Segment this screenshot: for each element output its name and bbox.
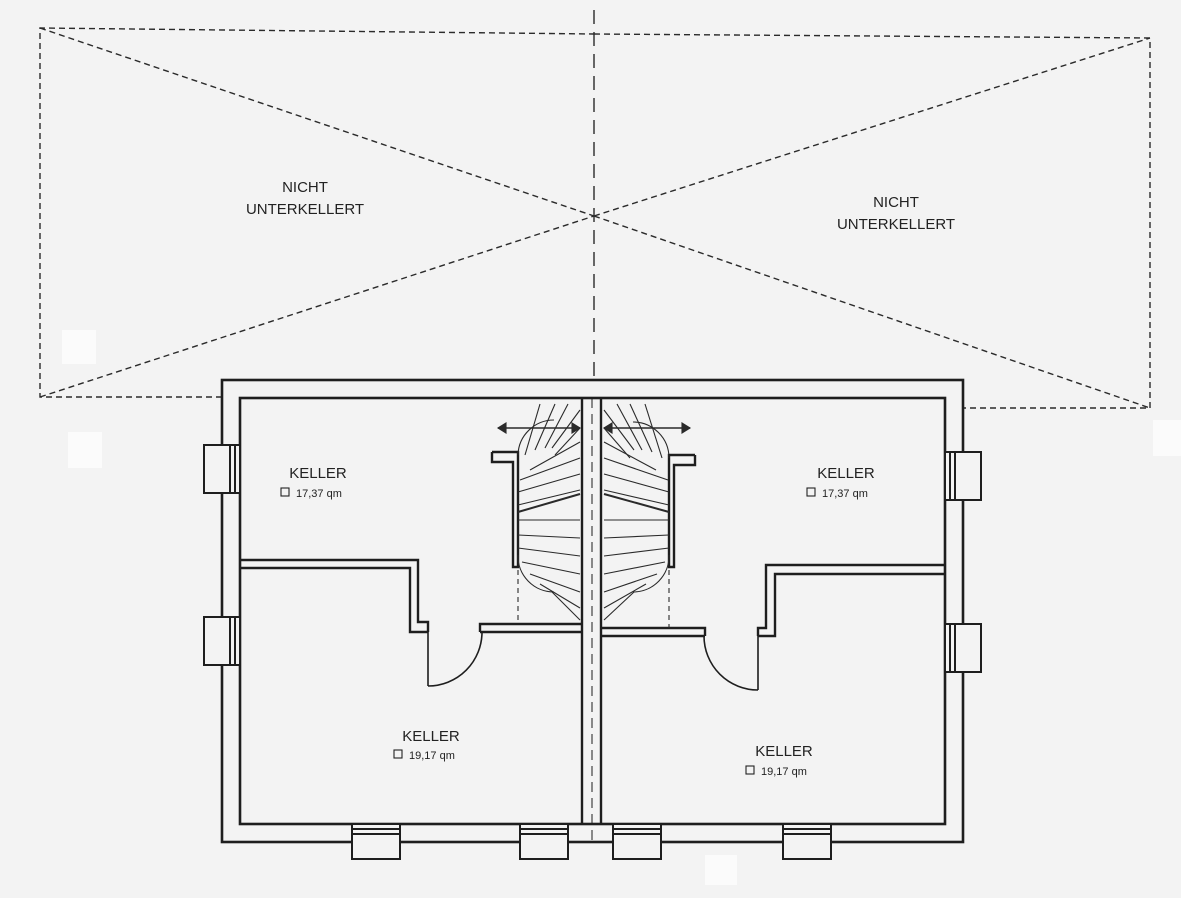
- room-top-left: KELLER 17,37 qm: [280, 465, 347, 500]
- window-left-lower: [203, 616, 241, 666]
- interior-walls-right: [601, 453, 945, 691]
- room-area: 19,17 qm: [761, 766, 807, 778]
- window-bottom-1: [351, 823, 401, 860]
- window-bottom-2: [519, 823, 569, 860]
- area-square-icon: [280, 487, 290, 497]
- window-right-upper: [944, 451, 982, 501]
- outer-wall: [220, 378, 965, 844]
- diagonal-left-b: [39, 215, 595, 398]
- window-bottom-3: [612, 823, 662, 860]
- staircase-right: [602, 403, 692, 628]
- room-bottom-right: KELLER 19,17 qm: [745, 743, 813, 778]
- scan-artifacts: [62, 330, 1181, 885]
- window-left-upper: [203, 444, 241, 494]
- room-name: KELLER: [289, 465, 347, 482]
- staircase-left: [496, 403, 582, 624]
- unexcavated-label-left-line2: UNTERKELLERT: [246, 201, 364, 218]
- unexcavated-outline-left: [39, 27, 595, 398]
- area-square-icon: [806, 487, 816, 497]
- area-square-icon: [393, 749, 403, 759]
- party-wall: [580, 398, 603, 845]
- interior-walls-left: [240, 450, 582, 687]
- unexcavated-area: [39, 10, 1151, 409]
- unexcavated-label-right-line1: NICHT: [873, 194, 919, 211]
- window-wells: [203, 444, 982, 860]
- unexcavated-outline-right: [593, 33, 1151, 409]
- diagonal-right-a: [593, 37, 1151, 217]
- room-bottom-left: KELLER 19,17 qm: [393, 728, 460, 762]
- window-right-lower: [944, 623, 982, 673]
- diagonal-left-a: [39, 27, 595, 217]
- door-swing-right: [703, 635, 759, 691]
- room-top-right: KELLER 17,37 qm: [806, 465, 875, 500]
- unexcavated-label-right-line2: UNTERKELLERT: [837, 216, 955, 233]
- room-area: 19,17 qm: [409, 750, 455, 762]
- unexcavated-label-left-line1: NICHT: [282, 179, 328, 196]
- diagonal-right-b: [593, 215, 1151, 409]
- room-name: KELLER: [817, 465, 875, 482]
- room-name: KELLER: [402, 728, 460, 745]
- area-square-icon: [745, 765, 755, 775]
- room-area: 17,37 qm: [296, 488, 342, 500]
- door-swing-left: [427, 631, 483, 687]
- window-bottom-4: [782, 823, 832, 860]
- room-area: 17,37 qm: [822, 488, 868, 500]
- room-name: KELLER: [755, 743, 813, 760]
